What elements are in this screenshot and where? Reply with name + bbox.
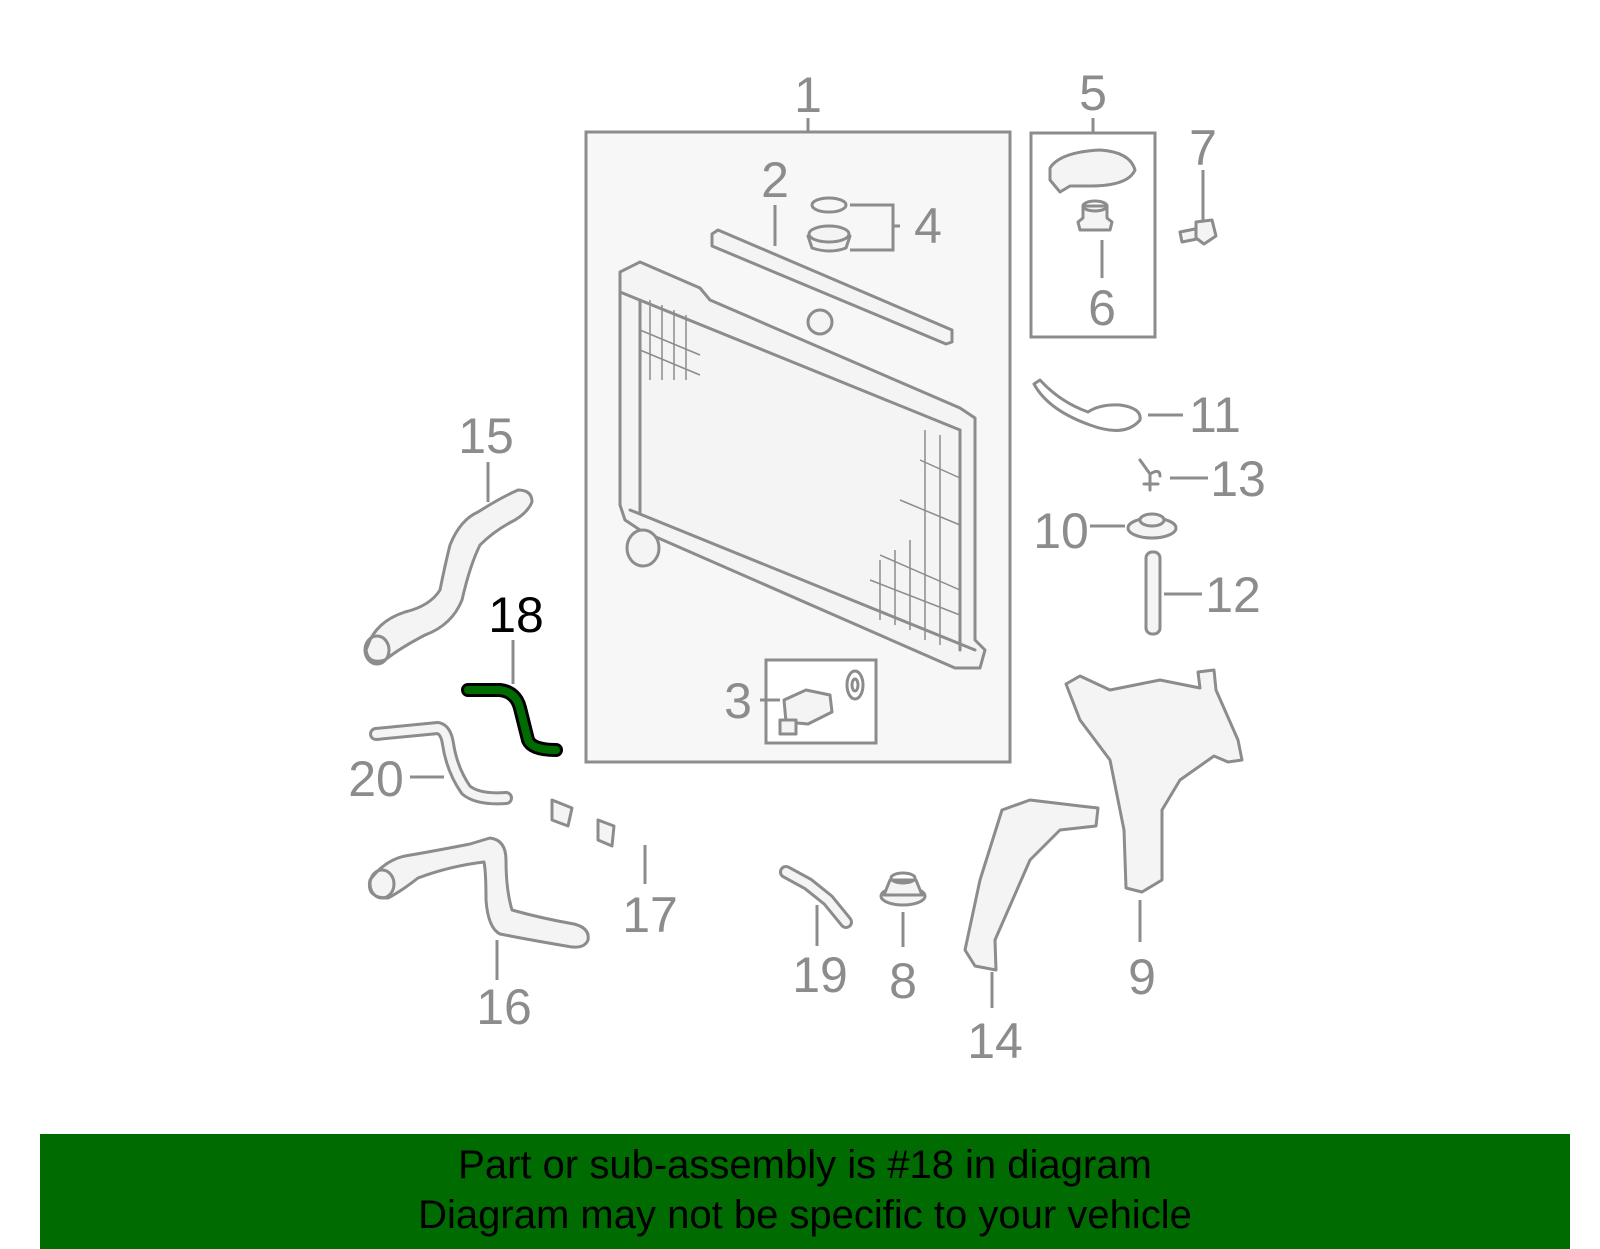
callout-18: 18	[488, 587, 544, 643]
callout-14: 14	[967, 1013, 1023, 1069]
grommet-part[interactable]	[1076, 199, 1114, 232]
callout-19: 19	[792, 947, 848, 1003]
callout-11: 11	[1189, 387, 1241, 443]
callout-7: 7	[1189, 120, 1217, 176]
callout-12: 12	[1205, 567, 1261, 623]
bolt-part[interactable]	[1178, 218, 1218, 246]
heater-hose-part[interactable]	[369, 721, 513, 806]
callout-8: 8	[889, 953, 917, 1009]
callout-4: 4	[914, 198, 942, 254]
banner-line-part-number: Part or sub-assembly is #18 in diagram	[458, 1143, 1152, 1187]
mount-part[interactable]	[879, 871, 927, 907]
callout-9: 9	[1128, 949, 1156, 1005]
upper-hose-part[interactable]	[364, 488, 534, 663]
info-banner: Part or sub-assembly is #18 in diagram D…	[40, 1134, 1570, 1249]
callout-20: 20	[348, 751, 404, 807]
reservoir-tank-part[interactable]	[1064, 668, 1244, 894]
radiator-part[interactable]	[618, 260, 987, 670]
leader-lines	[410, 118, 1208, 1008]
cushion-part[interactable]	[1126, 512, 1178, 540]
overflow-hose-part[interactable]	[1032, 378, 1142, 432]
callout-1: 1	[794, 67, 822, 123]
callout-15: 15	[458, 408, 514, 464]
callout-13: 13	[1210, 451, 1266, 507]
tube-part[interactable]	[1144, 550, 1162, 636]
callout-5: 5	[1079, 65, 1107, 121]
callout-3: 3	[724, 673, 752, 729]
lower-hose-part[interactable]	[367, 836, 590, 949]
water-pipe-part[interactable]	[521, 787, 770, 870]
callout-16: 16	[476, 979, 532, 1035]
seal-strip-part[interactable]	[710, 228, 954, 346]
radiator-cap-part[interactable]	[806, 196, 852, 253]
shroud-part[interactable]	[963, 798, 1100, 972]
callout-6: 6	[1088, 280, 1116, 336]
bracket-part[interactable]	[1048, 148, 1137, 194]
callout-2: 2	[761, 152, 789, 208]
bypass-hose-part[interactable]	[779, 865, 853, 929]
banner-line-disclaimer: Diagram may not be specific to your vehi…	[418, 1193, 1192, 1237]
callout-17: 17	[622, 887, 678, 943]
sensor-part[interactable]	[778, 669, 865, 736]
clip-part[interactable]	[1138, 458, 1162, 492]
highlighted-hose-part-18[interactable]	[461, 683, 563, 757]
callout-10: 10	[1033, 503, 1089, 559]
